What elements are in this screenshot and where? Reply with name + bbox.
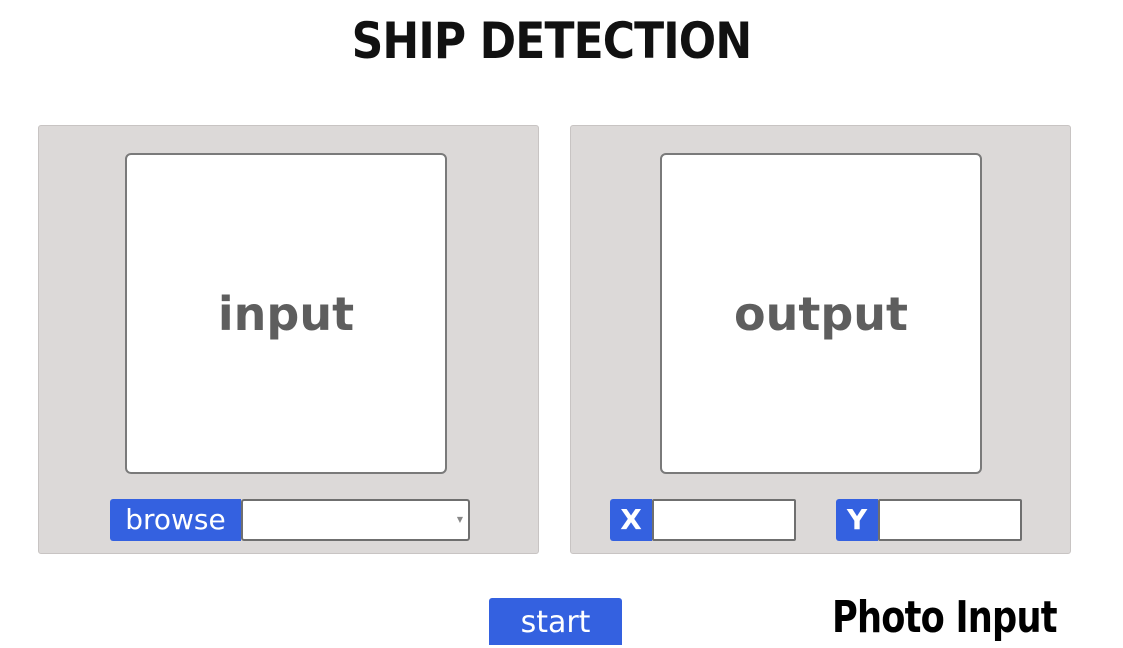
y-coordinate-field[interactable]: [878, 499, 1022, 541]
input-placeholder-label: input: [217, 286, 355, 341]
page-title: SHIP DETECTION: [351, 12, 753, 70]
photo-input-caption: Photo Input: [832, 592, 1058, 643]
output-image-box: output: [660, 153, 982, 474]
caret-down-icon: ▼: [456, 515, 463, 524]
input-image-box[interactable]: input: [125, 153, 447, 474]
output-placeholder-label: output: [733, 286, 908, 341]
x-coordinate-field[interactable]: [652, 499, 796, 541]
start-button[interactable]: start: [489, 598, 622, 645]
x-coordinate-label: X: [610, 499, 652, 541]
y-coordinate-label: Y: [836, 499, 878, 541]
browse-button[interactable]: browse: [110, 499, 241, 541]
file-select[interactable]: ▼: [241, 499, 470, 541]
output-panel: output X Y: [570, 125, 1071, 554]
input-panel: input browse ▼: [38, 125, 539, 554]
